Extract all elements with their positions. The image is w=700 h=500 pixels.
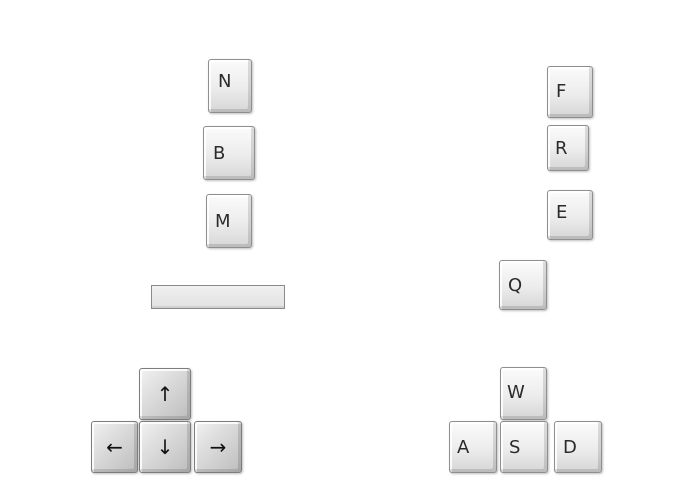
key-q-label: Q <box>508 275 523 296</box>
key-q[interactable]: Q <box>499 260 547 310</box>
key-n-label: N <box>218 71 232 92</box>
key-a-label: A <box>457 437 470 458</box>
key-e[interactable]: E <box>547 190 593 240</box>
arrow-up-key[interactable]: ↑ <box>139 368 191 420</box>
key-f-label: F <box>556 81 567 102</box>
key-b[interactable]: B <box>203 126 255 180</box>
key-d[interactable]: D <box>554 421 602 473</box>
key-m[interactable]: M <box>206 194 252 248</box>
key-r-label: R <box>555 138 568 159</box>
arrow-up-icon: ↑ <box>156 382 174 406</box>
key-m-label: M <box>215 211 231 232</box>
arrow-right-key[interactable]: → <box>194 421 242 473</box>
key-a[interactable]: A <box>449 421 497 473</box>
key-w[interactable]: W <box>500 367 547 420</box>
arrow-down-key[interactable]: ↓ <box>139 421 191 473</box>
arrow-right-icon: → <box>209 435 227 459</box>
key-f[interactable]: F <box>547 66 593 118</box>
key-s[interactable]: S <box>500 421 548 473</box>
key-s-label: S <box>509 437 521 458</box>
key-r[interactable]: R <box>547 125 589 171</box>
key-b-label: B <box>213 143 226 164</box>
arrow-left-key[interactable]: ← <box>91 421 138 473</box>
key-n[interactable]: N <box>208 59 252 113</box>
key-e-label: E <box>556 202 568 223</box>
arrow-down-icon: ↓ <box>156 435 174 459</box>
space-bar-key[interactable] <box>151 285 285 309</box>
key-w-label: W <box>507 382 525 403</box>
key-d-label: D <box>563 437 577 458</box>
arrow-left-icon: ← <box>106 435 123 459</box>
